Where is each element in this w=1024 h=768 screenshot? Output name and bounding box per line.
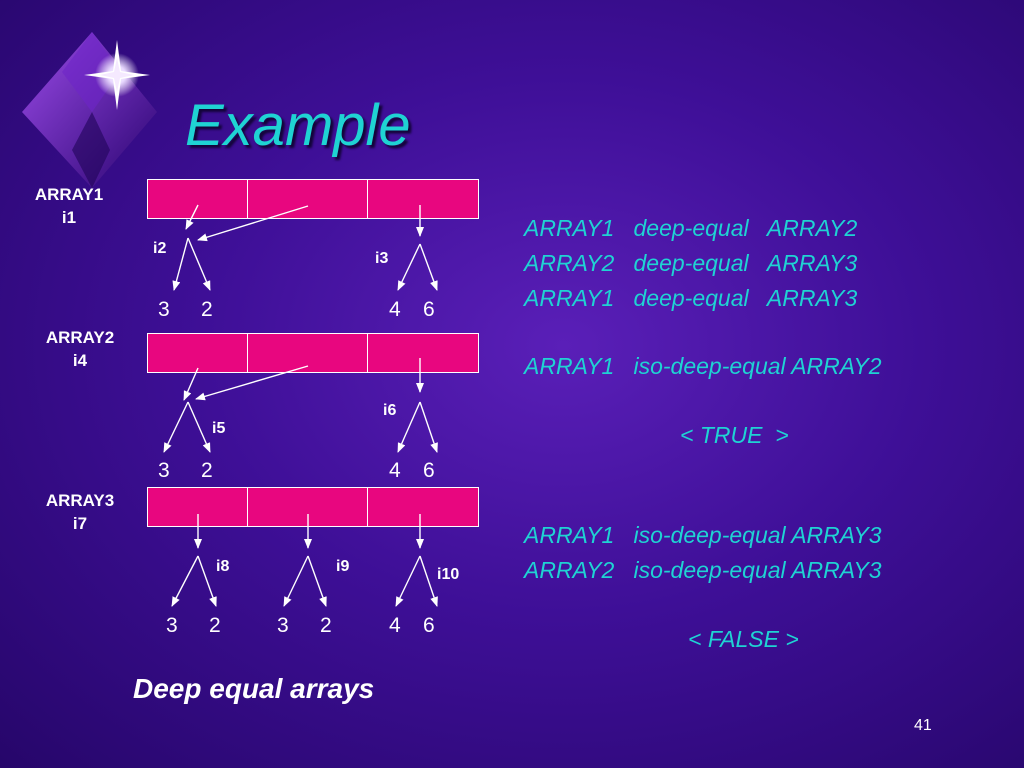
statement-line: ARRAY2 iso-deep-equal ARRAY3 [524, 557, 882, 583]
array1-id: i1 [61, 208, 77, 227]
value-leaf: 2 [201, 298, 213, 321]
value-leaf: 4 [389, 614, 401, 637]
value-leaf: 6 [423, 614, 435, 637]
value-leaf: 2 [209, 614, 221, 637]
slide-title: Example [185, 93, 411, 158]
caption: Deep equal arrays [133, 673, 375, 704]
node-i10: i10 [437, 566, 460, 583]
arrow-a1-c0 [185, 204, 199, 230]
array3-id: i7 [72, 514, 88, 533]
arrow-i10-left [395, 555, 421, 607]
arrow-i3-left [397, 243, 421, 291]
value-leaf: 2 [320, 614, 332, 637]
value-leaf: 4 [389, 298, 401, 321]
arrow-a1-c1 [197, 205, 309, 242]
statement-line: ARRAY2 deep-equal ARRAY3 [524, 250, 858, 276]
node-i3: i3 [375, 250, 389, 267]
array2-cell-2 [368, 334, 478, 372]
arrow-i6-right [419, 401, 438, 453]
array3-name: ARRAY3 [45, 491, 115, 510]
statement-line: ARRAY1 deep-equal ARRAY3 [524, 285, 858, 311]
array1-label: ARRAY1 i1 [22, 183, 116, 229]
array2-cell-1 [248, 334, 368, 372]
arrow-a2-c0 [183, 367, 199, 401]
statement-line: ARRAY1 iso-deep-equal ARRAY2 [524, 353, 882, 379]
value-leaf: 6 [423, 459, 435, 482]
statement-line: ARRAY1 iso-deep-equal ARRAY3 [524, 522, 882, 548]
arrow-i8-left [171, 555, 199, 607]
arrow-i6-left [397, 401, 421, 453]
array2-id: i4 [72, 351, 88, 370]
value-leaf: 3 [158, 459, 170, 482]
array3-label: ARRAY3 i7 [33, 489, 127, 535]
array1-cell-1 [248, 180, 368, 218]
array1-name: ARRAY1 [34, 185, 104, 204]
arrow-i10-right [419, 555, 438, 607]
node-i5: i5 [212, 420, 226, 437]
star-diamond-icon [22, 32, 157, 188]
value-leaf: 3 [277, 614, 289, 637]
array1-cells [147, 179, 479, 219]
arrow-i2-right [187, 237, 211, 291]
value-leaf: 2 [201, 459, 213, 482]
arrow-a2-c1 [195, 365, 309, 401]
arrow-i8-right [197, 555, 217, 607]
arrow-i5-left [163, 401, 189, 453]
page-number: 41 [914, 717, 932, 734]
node-i8: i8 [216, 558, 230, 575]
array3-cell-2 [368, 488, 478, 526]
node-i9: i9 [336, 558, 350, 575]
arrow-i5-right [187, 401, 211, 453]
result-true: < TRUE > [680, 422, 789, 448]
arrow-i3-right [419, 243, 438, 291]
statement-line: ARRAY1 deep-equal ARRAY2 [524, 215, 858, 241]
result-false: < FALSE > [688, 626, 799, 652]
array1-cell-0 [148, 180, 248, 218]
node-i6: i6 [383, 402, 397, 419]
value-leaf: 4 [389, 459, 401, 482]
arrow-i9-right [307, 555, 327, 607]
array2-name: ARRAY2 [45, 328, 115, 347]
node-i2: i2 [153, 240, 167, 257]
value-leaf: 3 [166, 614, 178, 637]
value-leaf: 3 [158, 298, 170, 321]
array2-label: ARRAY2 i4 [33, 326, 127, 372]
array2-cell-0 [148, 334, 248, 372]
arrow-i2-left [172, 237, 189, 291]
array2-cells [147, 333, 479, 373]
array1-cell-2 [368, 180, 478, 218]
value-leaf: 6 [423, 298, 435, 321]
arrow-i9-left [283, 555, 309, 607]
